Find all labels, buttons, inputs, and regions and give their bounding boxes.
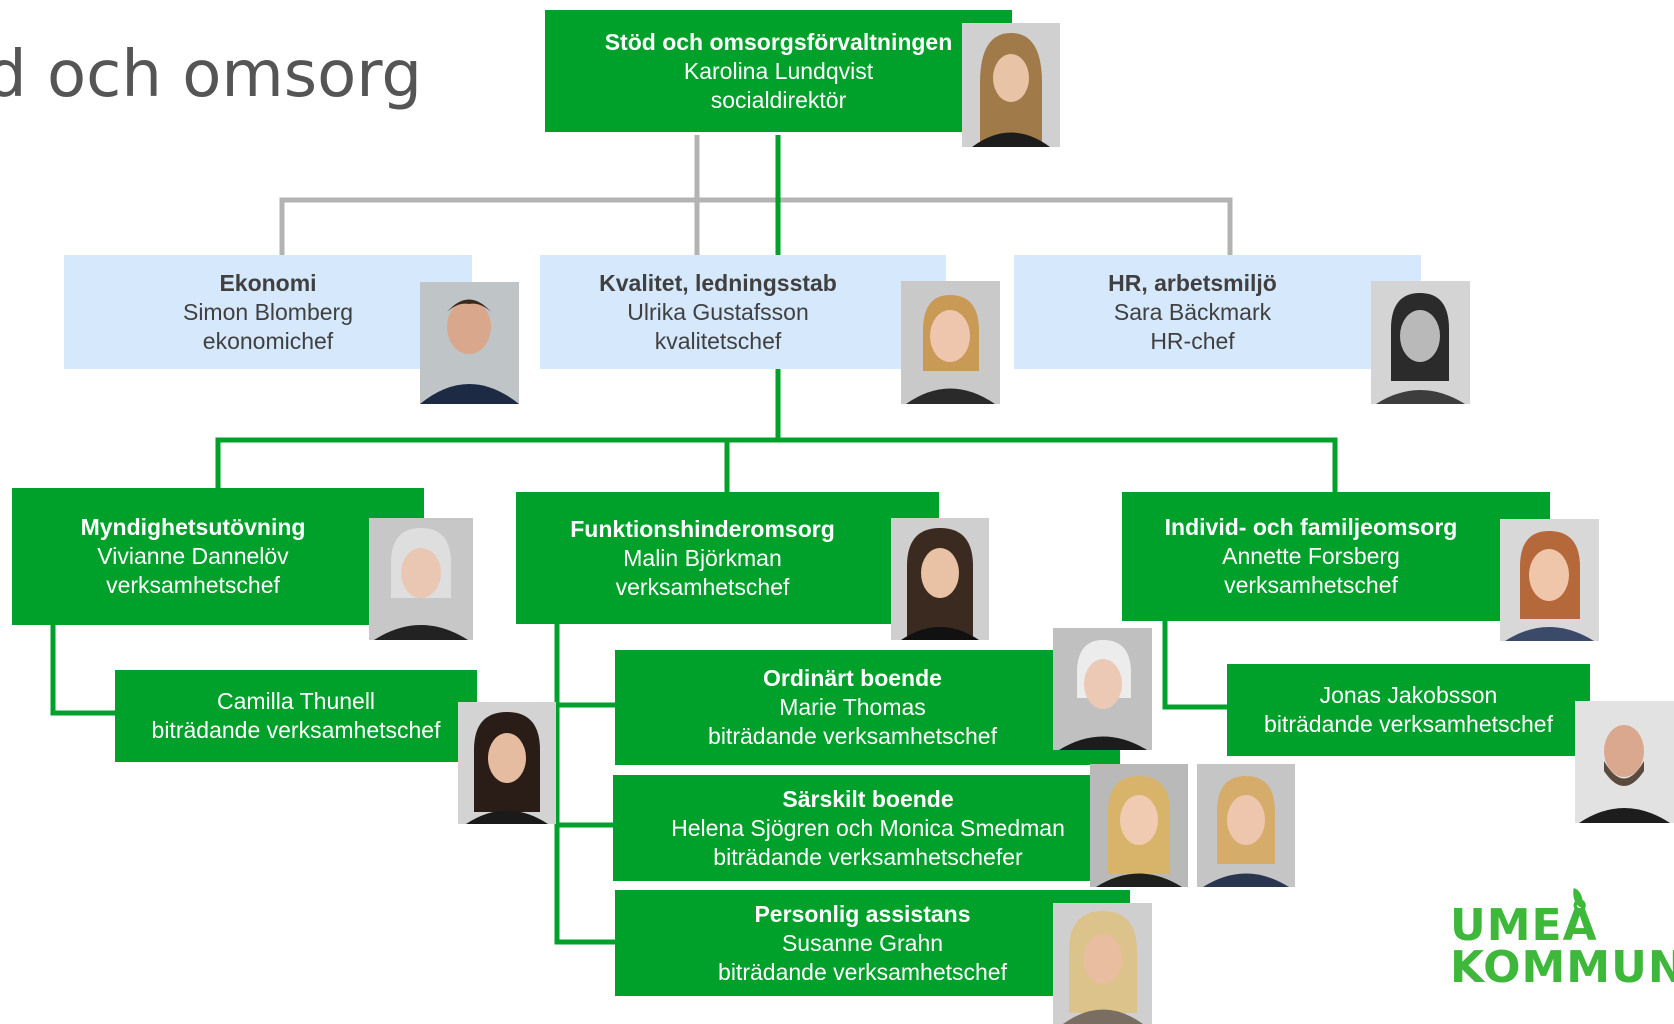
person-name: Annette Forsberg [1222, 543, 1400, 569]
person-role: ekonomichef [202, 327, 334, 354]
org-box-individ-familj: Individ- och familjeomsorg Annette Forsb… [1122, 492, 1550, 621]
org-box-jonas: Jonas Jakobsson biträdande verksamhetsch… [1227, 664, 1590, 756]
org-box-personlig-assistans: Personlig assistans Susanne Grahn biträd… [615, 890, 1130, 996]
person-name: Malin Björkman [623, 544, 782, 571]
person-name: Jonas Jakobsson [1319, 682, 1498, 708]
portrait-photo [891, 518, 989, 640]
person-role: verksamhetschef [615, 573, 790, 600]
portrait-photo [1053, 628, 1152, 750]
person-role: verksamhetschef [106, 572, 280, 598]
portrait-photo [1053, 903, 1152, 1024]
org-box-hr: HR, arbetsmiljö Sara Bäckmark HR-chef [1014, 255, 1421, 369]
unit-name: HR, arbetsmiljö [1108, 269, 1277, 296]
unit-name: Myndighetsutövning [80, 514, 306, 540]
person-role: socialdirektör [710, 86, 847, 113]
person-name: Helena Sjögren och Monica Smedman [671, 814, 1065, 841]
person-role: biträdande verksamhetschef [708, 723, 997, 749]
unit-name: Personlig assistans [754, 900, 971, 927]
unit-name: Kvalitet, ledningsstab [599, 269, 837, 296]
org-box-camilla: Camilla Thunell biträdande verksamhetsch… [115, 670, 477, 762]
unit-name: Ekonomi [219, 269, 317, 296]
org-box-forvaltning: Stöd och omsorgsförvaltningen Karolina L… [545, 10, 1012, 132]
portrait-photo [1371, 281, 1470, 404]
portrait-photo [1197, 764, 1295, 887]
person-name: Susanne Grahn [781, 929, 944, 956]
org-box-funktionshinder: Funktionshinderomsorg Malin Björkman ver… [516, 492, 939, 624]
portrait-photo [420, 282, 519, 404]
unit-name: Stöd och omsorgsförvaltningen [604, 28, 953, 55]
person-name: Vivianne Dannelöv [97, 543, 289, 569]
logo-line-2: KOMMUN [1450, 942, 1674, 993]
unit-name: Särskilt boende [782, 785, 954, 812]
org-box-ordinart-boende: Ordinärt boende Marie Thomas biträdande … [615, 650, 1120, 765]
umea-kommun-logo: UMEÅ KOMMUN [1450, 888, 1674, 993]
person-role: biträdande verksamhetschefer [713, 843, 1023, 870]
org-box-kvalitet: Kvalitet, ledningsstab Ulrika Gustafsson… [540, 255, 946, 369]
unit-name: Funktionshinderomsorg [570, 515, 835, 542]
person-role: biträdande verksamhetschef [718, 958, 1007, 985]
person-name: Ulrika Gustafsson [627, 298, 809, 325]
person-name: Karolina Lundqvist [683, 57, 874, 84]
portrait-photo [962, 23, 1060, 147]
page-title: d och omsorg [0, 38, 423, 112]
portrait-photo [1090, 764, 1188, 887]
portrait-photo [458, 702, 556, 824]
person-role: HR-chef [1150, 327, 1235, 354]
portrait-photo [1500, 519, 1599, 641]
portrait-photo [1575, 701, 1674, 823]
org-box-sarskilt-boende: Särskilt boende Helena Sjögren och Monic… [613, 775, 1123, 881]
portrait-photo [369, 518, 473, 640]
logo-line-1: UMEÅ [1450, 900, 1598, 951]
person-name: Camilla Thunell [216, 688, 376, 714]
org-box-ekonomi: Ekonomi Simon Blomberg ekonomichef [64, 255, 472, 369]
person-name: Sara Bäckmark [1113, 298, 1272, 325]
person-role: verksamhetschef [1224, 572, 1398, 598]
unit-name: Ordinärt boende [763, 665, 942, 691]
person-role: biträdande verksamhetschef [151, 717, 441, 743]
org-box-myndighet: Myndighetsutövning Vivianne Dannelöv ver… [12, 488, 424, 625]
portrait-photo [901, 281, 1000, 404]
person-name: Marie Thomas [779, 694, 926, 720]
unit-name: Individ- och familjeomsorg [1164, 514, 1458, 540]
person-role: kvalitetschef [654, 327, 782, 354]
person-role: biträdande verksamhetschef [1264, 711, 1553, 737]
person-name: Simon Blomberg [182, 298, 354, 325]
